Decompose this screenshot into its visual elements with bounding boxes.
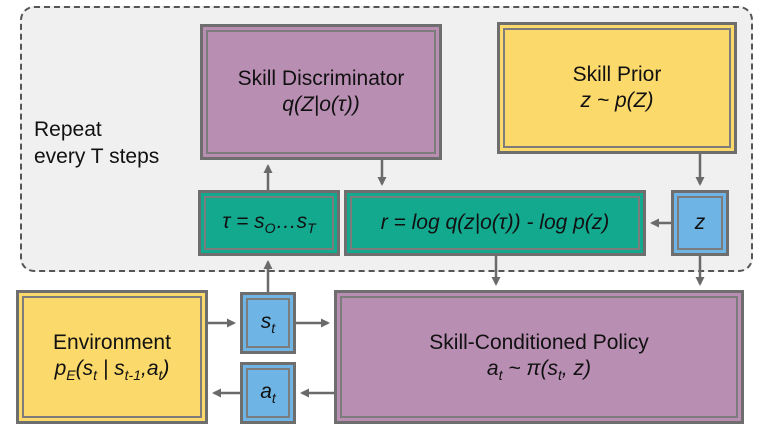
skill-prior-title: Skill Prior — [572, 62, 662, 86]
z-node-box: z — [671, 190, 729, 256]
action-node-label: at — [260, 379, 276, 406]
environment-title: Environment — [53, 330, 171, 354]
policy-title: Skill-Conditioned Policy — [429, 330, 649, 354]
policy-formula: at ~ π(st, z) — [486, 356, 592, 383]
z-node-label: z — [694, 210, 706, 234]
state-node-label: st — [260, 309, 276, 336]
skill-discriminator-formula: q(Z|o(τ)) — [282, 93, 360, 116]
skill-discriminator-box: Skill Discriminator q(Z|o(τ)) — [200, 24, 442, 160]
state-node-box: st — [240, 292, 296, 354]
reward-formula: r = log q(z|o(τ)) - log p(z) — [380, 210, 610, 234]
skill-prior-box: Skill Prior z ~ p(Z) — [497, 22, 737, 154]
skill-discriminator-title: Skill Discriminator — [237, 66, 405, 90]
reward-box: r = log q(z|o(τ)) - log p(z) — [344, 190, 646, 256]
skill-prior-formula: z ~ p(Z) — [580, 89, 654, 112]
repeat-label-line2: every T steps — [34, 145, 160, 169]
action-node-box: at — [240, 362, 296, 424]
skill-conditioned-policy-box: Skill-Conditioned Policy at ~ π(st, z) — [334, 290, 744, 424]
trajectory-box: τ = sO…sT — [198, 190, 340, 256]
repeat-label: Repeat every T steps — [34, 116, 159, 171]
environment-box: Environment pE(st | st-1,at) — [16, 290, 208, 424]
environment-formula: pE(st | st-1,at) — [54, 356, 170, 383]
trajectory-formula: τ = sO…sT — [222, 209, 316, 236]
repeat-label-line1: Repeat — [34, 118, 102, 141]
